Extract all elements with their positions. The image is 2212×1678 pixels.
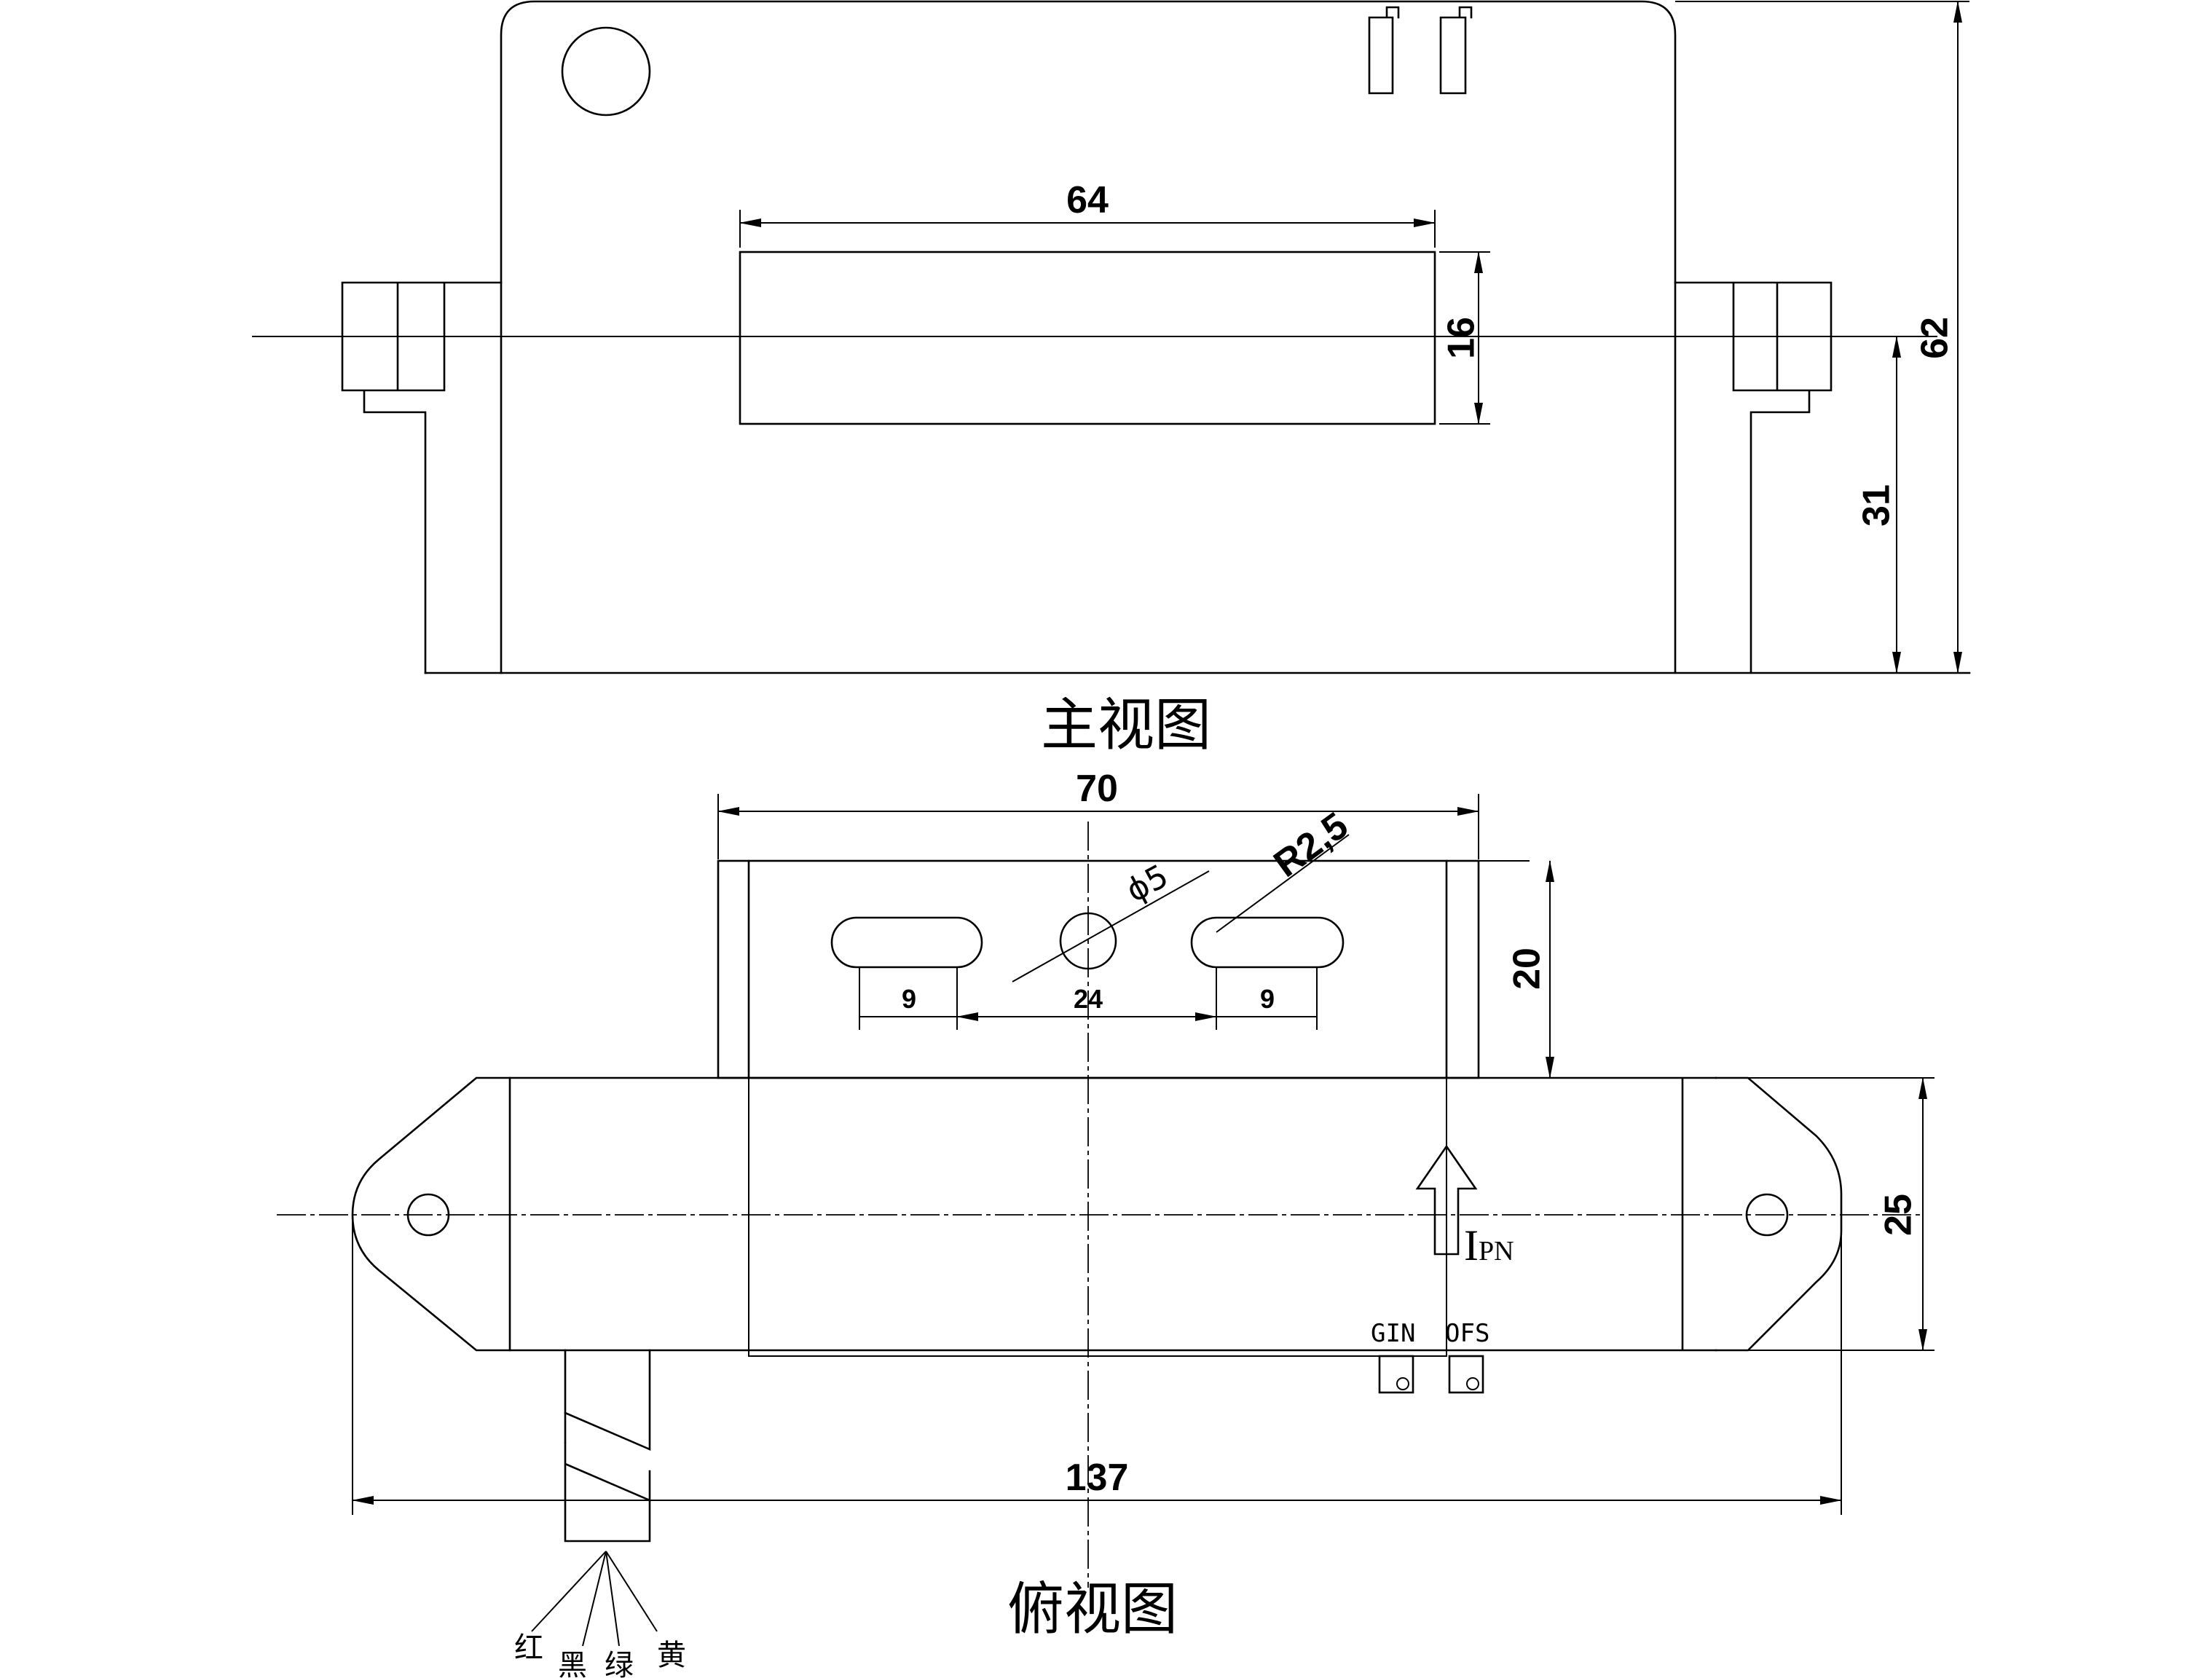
wire-label-yellow: 黄 xyxy=(657,1639,686,1672)
dim-label-r25: R2,5 xyxy=(1267,805,1356,886)
front-window xyxy=(739,251,1436,425)
top-body-outline xyxy=(508,1076,1717,1352)
wire-label-red: 红 xyxy=(514,1631,543,1665)
dim-label-62: 62 xyxy=(1914,317,1956,359)
wire-label-black: 黑 xyxy=(558,1649,587,1678)
top-view-title: 俯视图 xyxy=(1007,1577,1178,1642)
dim-label-64: 64 xyxy=(1066,179,1109,221)
front-terminal-pin-right xyxy=(1439,6,1473,95)
front-right-ear xyxy=(1674,281,1833,674)
dim-label-24: 24 xyxy=(1074,984,1103,1014)
dim-leader-phi5 xyxy=(1012,870,1210,982)
terminal-gin xyxy=(1378,1355,1414,1394)
dim-label-25: 25 xyxy=(1878,1194,1920,1236)
dim-label-16: 16 xyxy=(1441,317,1483,359)
dim-label-70: 70 xyxy=(1076,768,1118,810)
top-slot-left xyxy=(830,916,983,969)
terminal-label-gin: GIN xyxy=(1371,1319,1415,1348)
dim-leader-r25 xyxy=(1216,834,1350,933)
top-cable-break xyxy=(564,1411,651,1502)
current-label: IPN xyxy=(1464,1221,1514,1269)
top-cable-stub xyxy=(564,1349,651,1543)
front-left-ear xyxy=(341,281,503,674)
front-mounting-hole xyxy=(561,26,651,117)
dim-label-phi5: ϕ5 xyxy=(1120,857,1174,910)
top-left-ear xyxy=(351,1076,511,1352)
top-slot-right xyxy=(1190,916,1345,969)
top-hidden-bracket xyxy=(748,1078,1447,1357)
front-housing-outline xyxy=(500,0,1677,674)
dim-label-31: 31 xyxy=(1856,484,1898,527)
top-wire-fan xyxy=(531,1551,658,1647)
top-right-ear xyxy=(1715,1076,1843,1352)
dim-label-137: 137 xyxy=(1066,1457,1129,1499)
terminal-label-ofs: OFS xyxy=(1445,1319,1489,1348)
terminal-ofs xyxy=(1448,1355,1484,1394)
front-terminal-pin-left xyxy=(1368,6,1400,95)
top-view: IPN GIN OFS 70 20 25 137 9 xyxy=(277,768,1934,1678)
front-view-title: 主视图 xyxy=(1041,693,1211,758)
dim-label-9-left: 9 xyxy=(902,984,916,1014)
wire-label-green: 绿 xyxy=(605,1649,634,1678)
dim-label-9-right: 9 xyxy=(1260,984,1275,1014)
top-bracket-plate xyxy=(717,859,1480,1079)
dim-label-20: 20 xyxy=(1506,948,1548,990)
front-view: 64 16 62 31 主视图 xyxy=(252,0,1971,758)
current-direction-arrow xyxy=(1415,1144,1478,1256)
